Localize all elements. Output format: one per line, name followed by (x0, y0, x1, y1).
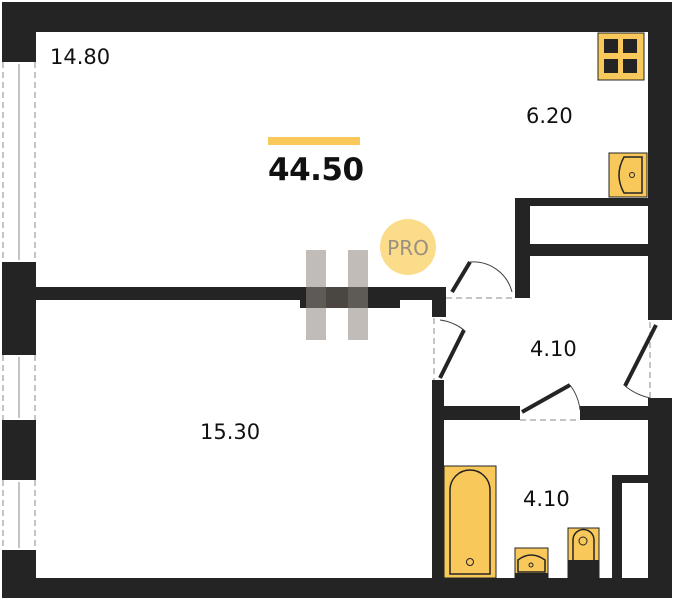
total-area: 44.50 (268, 152, 364, 188)
kitchen-sink (608, 152, 648, 198)
room-area-bathroom: 4.10 (523, 487, 570, 511)
logo-watermark (306, 250, 368, 340)
bathroom-sink (514, 547, 549, 579)
kitchen-stove (597, 32, 645, 81)
bathtub (443, 465, 497, 579)
doors (433, 260, 658, 421)
pro-badge: PRO (387, 236, 429, 260)
total-area-bar (268, 137, 360, 145)
windows (2, 62, 36, 550)
pro-badge-circle (380, 219, 436, 275)
room-area-kitchen: 6.20 (526, 104, 573, 128)
room-area-hallway: 4.10 (530, 337, 577, 361)
room-area-living: 14.80 (50, 45, 111, 69)
room-area-bedroom: 15.30 (200, 420, 261, 444)
toilet (567, 527, 600, 579)
